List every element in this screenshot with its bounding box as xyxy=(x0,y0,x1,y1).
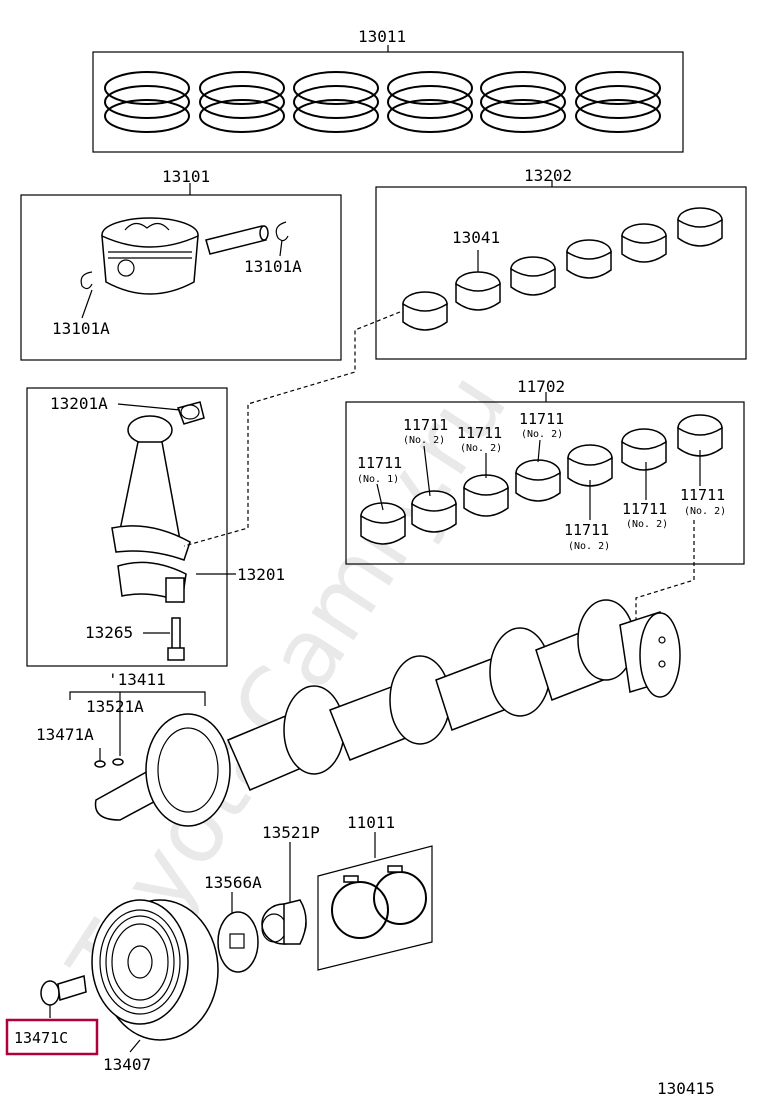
ring-set-3 xyxy=(293,71,379,133)
leader-main-bearing-to-crank xyxy=(635,520,695,626)
label-11711-2-grade: (No. 2) xyxy=(403,435,445,446)
label-13101[interactable]: 13101 xyxy=(162,167,210,186)
main-bearing-labels: 11711 (No. 1) 11711 (No. 2) 11711 (No. 2… xyxy=(357,410,726,552)
label-11711-1[interactable]: 11711 xyxy=(357,454,402,472)
crank-gear-drawing xyxy=(261,899,307,945)
main-bearings-group[interactable] xyxy=(345,392,745,565)
crankshaft-group[interactable] xyxy=(69,599,681,827)
label-11711-1-grade: (No. 1) xyxy=(357,474,399,485)
label-11711-4-grade: (No. 2) xyxy=(521,429,563,440)
label-13411[interactable]: '13411 xyxy=(108,670,166,689)
label-11711-7-grade: (No. 2) xyxy=(684,506,726,517)
label-13521A[interactable]: 13521A xyxy=(86,697,144,716)
ring-set-5 xyxy=(480,71,566,133)
label-13265[interactable]: 13265 xyxy=(85,623,133,642)
ring-set-1 xyxy=(104,71,190,133)
crankshaft-drawing xyxy=(94,599,681,827)
label-13101A-right[interactable]: 13101A xyxy=(244,257,302,276)
crank-pulley-drawing xyxy=(91,899,219,1041)
label-13521P[interactable]: 13521P xyxy=(262,823,320,842)
label-11711-7[interactable]: 11711 xyxy=(680,486,725,504)
leader-rod-bearing-to-conrod xyxy=(183,311,401,547)
gasket-kit-group[interactable] xyxy=(317,832,433,971)
gasket-plates xyxy=(331,865,427,939)
label-13471A[interactable]: 13471A xyxy=(36,725,94,744)
rod-bearing-shells xyxy=(402,207,723,331)
pulley-bolt-group[interactable] xyxy=(5,975,99,1056)
label-11702[interactable]: 11702 xyxy=(517,377,565,396)
label-13011[interactable]: 13011 xyxy=(358,27,406,46)
conrod-drawing xyxy=(111,401,205,604)
conrod-bolt xyxy=(167,617,185,661)
label-13201[interactable]: 13201 xyxy=(237,565,285,584)
label-11711-3-grade: (No. 2) xyxy=(460,443,502,454)
piston-drawing xyxy=(101,217,199,295)
label-13471C[interactable]: 13471C xyxy=(14,1029,68,1047)
main-bearing-shells xyxy=(360,414,723,545)
piston-clip-right xyxy=(275,221,289,242)
rod-bearings-group[interactable] xyxy=(375,180,747,360)
ring-set-2 xyxy=(199,71,285,133)
gear-key-group[interactable] xyxy=(261,842,307,945)
highlight-box xyxy=(5,1018,99,1056)
label-13202[interactable]: 13202 xyxy=(524,166,572,185)
piston-pin xyxy=(205,225,269,255)
label-13101A-left[interactable]: 13101A xyxy=(52,319,110,338)
label-13566A[interactable]: 13566A xyxy=(204,873,262,892)
piston-group[interactable] xyxy=(20,183,342,361)
main-bearing-leaders xyxy=(376,439,701,520)
timing-gear-group[interactable] xyxy=(217,892,259,973)
pulley-bolt-drawing xyxy=(40,975,87,1006)
timing-gear-drawing xyxy=(217,911,259,973)
label-11711-4[interactable]: 11711 xyxy=(519,410,564,428)
ring-set-4 xyxy=(387,71,473,133)
label-13041[interactable]: 13041 xyxy=(452,228,500,247)
ring-set-6 xyxy=(575,71,661,133)
conrod-group[interactable] xyxy=(26,387,236,667)
crank-pulley-group[interactable] xyxy=(91,899,219,1053)
piston-rings-group[interactable] xyxy=(92,45,684,153)
label-13407[interactable]: 13407 xyxy=(103,1055,151,1074)
label-11711-3[interactable]: 11711 xyxy=(457,424,502,442)
piston-clip-left xyxy=(80,271,93,290)
label-11711-6[interactable]: 11711 xyxy=(622,500,667,518)
label-11711-6-grade: (No. 2) xyxy=(626,519,668,530)
label-11711-5-grade: (No. 2) xyxy=(568,541,610,552)
label-11711-5[interactable]: 11711 xyxy=(564,521,609,539)
label-11011[interactable]: 11011 xyxy=(347,813,395,832)
diagram-code: 130415 xyxy=(657,1079,715,1098)
label-13201A[interactable]: 13201A xyxy=(50,394,108,413)
label-11711-2[interactable]: 11711 xyxy=(403,416,448,434)
